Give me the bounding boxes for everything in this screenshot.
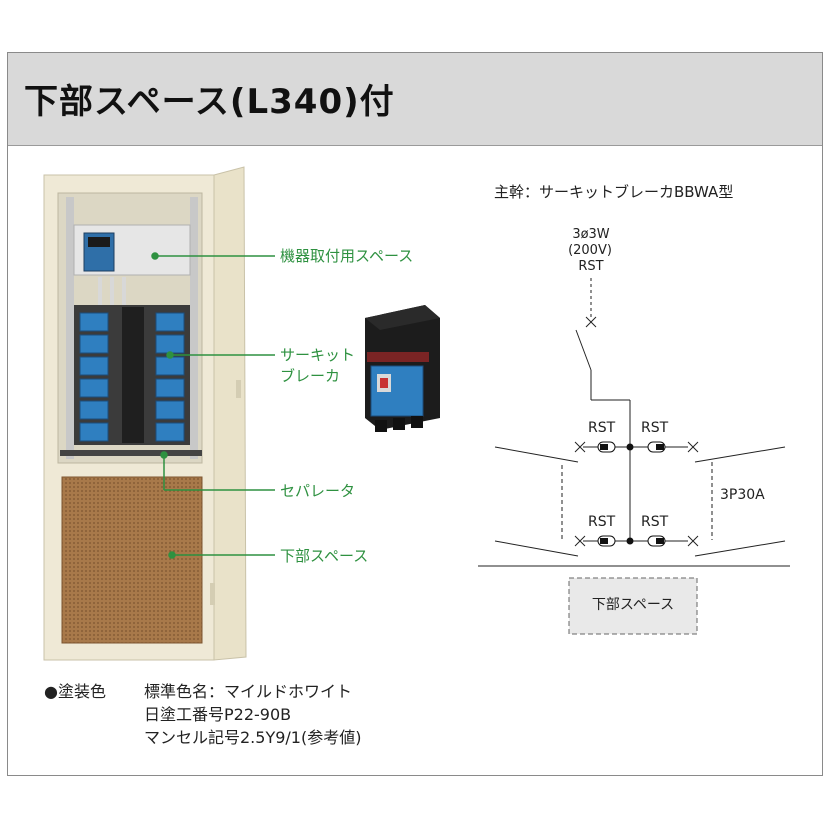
supply-spec-line3: RST [578,259,604,274]
callout-circuit-breaker-1: サーキット [280,346,356,364]
title-bar [8,53,822,146]
paint-line1: 標準色名：マイルドホワイト [144,682,353,701]
callout-equipment-space: 機器取付用スペース [280,247,414,265]
content-frame [7,52,823,776]
rst-label-bottom-right: RST [641,514,669,530]
breaker-product-image [365,305,440,432]
rst-label-top-left: RST [588,420,616,436]
lower-space-box-label: 下部スペース [591,597,675,613]
supply-spec-line2: (200V) [568,243,612,258]
callout-lower-space: 下部スペース [280,547,369,565]
paint-spec: ●塗装色 標準色名：マイルドホワイト 日塗工番号P22-90B マンセル記号2.5… [44,680,361,749]
rst-label-top-right: RST [641,420,669,436]
diagram-main-label: 主幹：サーキットブレーカBBWA型 [494,183,734,201]
page-title: 下部スペース(L340)付 [24,82,395,122]
rst-label-bottom-left: RST [588,514,616,530]
supply-spec-line1: 3ø3W [572,227,610,242]
callout-circuit-breaker-2: ブレーカ [280,367,341,385]
breaker-rating: 3P30A [720,487,765,503]
paint-line3: マンセル記号2.5Y9/1(参考値) [144,728,362,747]
paint-heading: ●塗装色 [44,682,106,701]
callout-separator: セパレータ [280,482,356,500]
paint-line2: 日塗工番号P22-90B [144,705,292,724]
